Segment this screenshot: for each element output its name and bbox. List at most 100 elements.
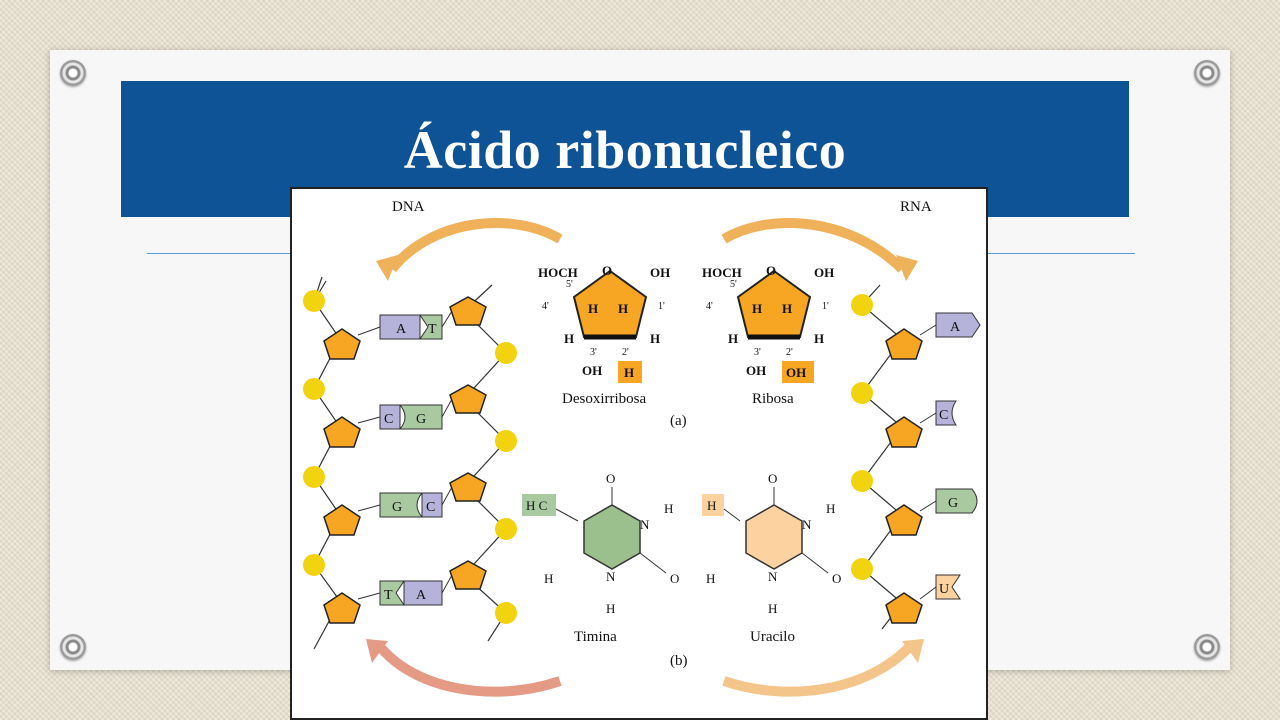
arrow-top-left-head-icon [376,255,398,281]
carbon-label: 1' [822,301,829,312]
hydrogen-label: H [706,571,715,586]
rna-base-c: C [919,400,957,426]
uracil-name: Uracilo [750,629,795,645]
rivet-top-right-icon [1194,60,1220,86]
arrow-bottom-left-icon [374,640,562,697]
hydrogen-label: H [606,601,615,616]
h-label: H [650,331,660,346]
base-label: G [392,500,402,515]
h-label: H [588,301,598,316]
h-highlight-label: H [624,365,634,380]
carbon-label: 1' [658,301,665,312]
ribose-name: Ribosa [752,391,794,407]
h-label: H [814,331,824,346]
rna-base-u: U [919,574,961,600]
figure-canvas: DNA RNA [303,199,981,697]
rna-label: RNA [900,199,932,215]
oh-label: OH [650,265,670,280]
hydrogen-label: H [768,601,777,616]
sugar-group-left [323,328,361,624]
rna-phosphates [851,294,873,580]
base-label: T [428,322,437,337]
arrow-bottom-left-head-icon [366,639,388,663]
h-label: H [564,331,574,346]
oh-highlight-label: OH [786,365,806,380]
nitrogen-label: N [640,517,650,532]
thymine-name: Timina [574,629,617,645]
arrow-top-left-icon [388,218,563,273]
uracil-structure: H O N H O N H H Uracilo [702,471,841,645]
thymine-structure: H C O N H O N H H Timina [522,471,679,645]
oxygen-label: O [606,471,615,486]
phosphate-group-right [495,342,517,624]
nitrogen-label: N [802,517,812,532]
oh-label: OH [582,363,602,378]
base-label: A [396,322,407,337]
carbon-label: 4' [706,301,713,312]
rna-sugars [885,328,923,624]
deoxyribose-structure: HOCH O OH 5' 4' 1' 3' 2' H H H H OH H De… [538,263,670,407]
hoch-label: HOCH [702,265,742,280]
base-label: U [939,582,949,597]
base-label: C [426,500,435,515]
carbon-label: 3' [754,347,761,358]
oxygen-label: O [832,571,841,586]
rivet-bottom-right-icon [1194,634,1220,660]
oh-label: OH [746,363,766,378]
ring-oxygen-label: O [602,263,612,278]
h-label: H [728,331,738,346]
base-label: A [416,588,427,603]
rna-strand [861,284,903,630]
arrow-top-right-icon [721,218,906,273]
base-label: G [416,412,426,427]
rna-base-a: A [919,312,981,338]
oxygen-label: O [670,571,679,586]
phosphate-group-left [303,290,325,576]
hoch-label: HOCH [538,265,578,280]
arrow-top-right-head-icon [896,255,918,281]
h-label: H [752,301,762,316]
carbon-label: 2' [786,347,793,358]
hydrogen-label: H [707,498,716,513]
panel-a-label: (a) [670,413,687,429]
oh-label: OH [814,265,834,280]
dna-label: DNA [392,199,425,215]
oxygen-label: O [768,471,777,486]
ribose-structure: HOCH O OH 5' 4' 1' 3' 2' H H H H OH OH R… [702,263,834,407]
carbon-label: 2' [622,347,629,358]
rivet-bottom-left-icon [60,634,86,660]
hydrogen-label: H [664,501,673,516]
carbon-label: 5' [566,279,573,290]
h-label: H [782,301,792,316]
arrow-bottom-right-head-icon [902,639,924,663]
divider-left [147,253,290,254]
deoxyribose-name: Desoxirribosa [562,391,646,407]
divider-right [988,253,1135,254]
dna-right-strand [463,284,507,642]
dna-rna-figure: DNA RNA [290,187,988,720]
arrow-bottom-right-icon [722,640,916,697]
dna-base-pair-4: T A [357,574,453,606]
page-title: Ácido ribonucleico [403,120,847,180]
nitrogen-label: N [768,569,778,584]
ring-oxygen-label: O [766,263,776,278]
panel-b-label: (b) [670,653,688,669]
carbon-label: 4' [542,301,549,312]
carbon-label: 3' [590,347,597,358]
hydrogen-label: H [544,571,553,586]
base-label: C [384,412,393,427]
hydrogen-label: H [826,501,835,516]
dna-base-pair-1: A T [357,310,453,340]
base-label: C [939,408,948,423]
carbon-label: 5' [730,279,737,290]
base-label: A [950,320,961,335]
base-label: T [384,588,393,603]
dna-base-pair-3: G C [357,486,453,518]
methyl-label: H C [526,498,547,513]
sugar-group-right [449,296,487,590]
base-label: G [948,496,958,511]
nitrogen-label: N [606,569,616,584]
rivet-top-left-icon [60,60,86,86]
dna-base-pair-2: C G [357,398,453,430]
h-label: H [618,301,628,316]
